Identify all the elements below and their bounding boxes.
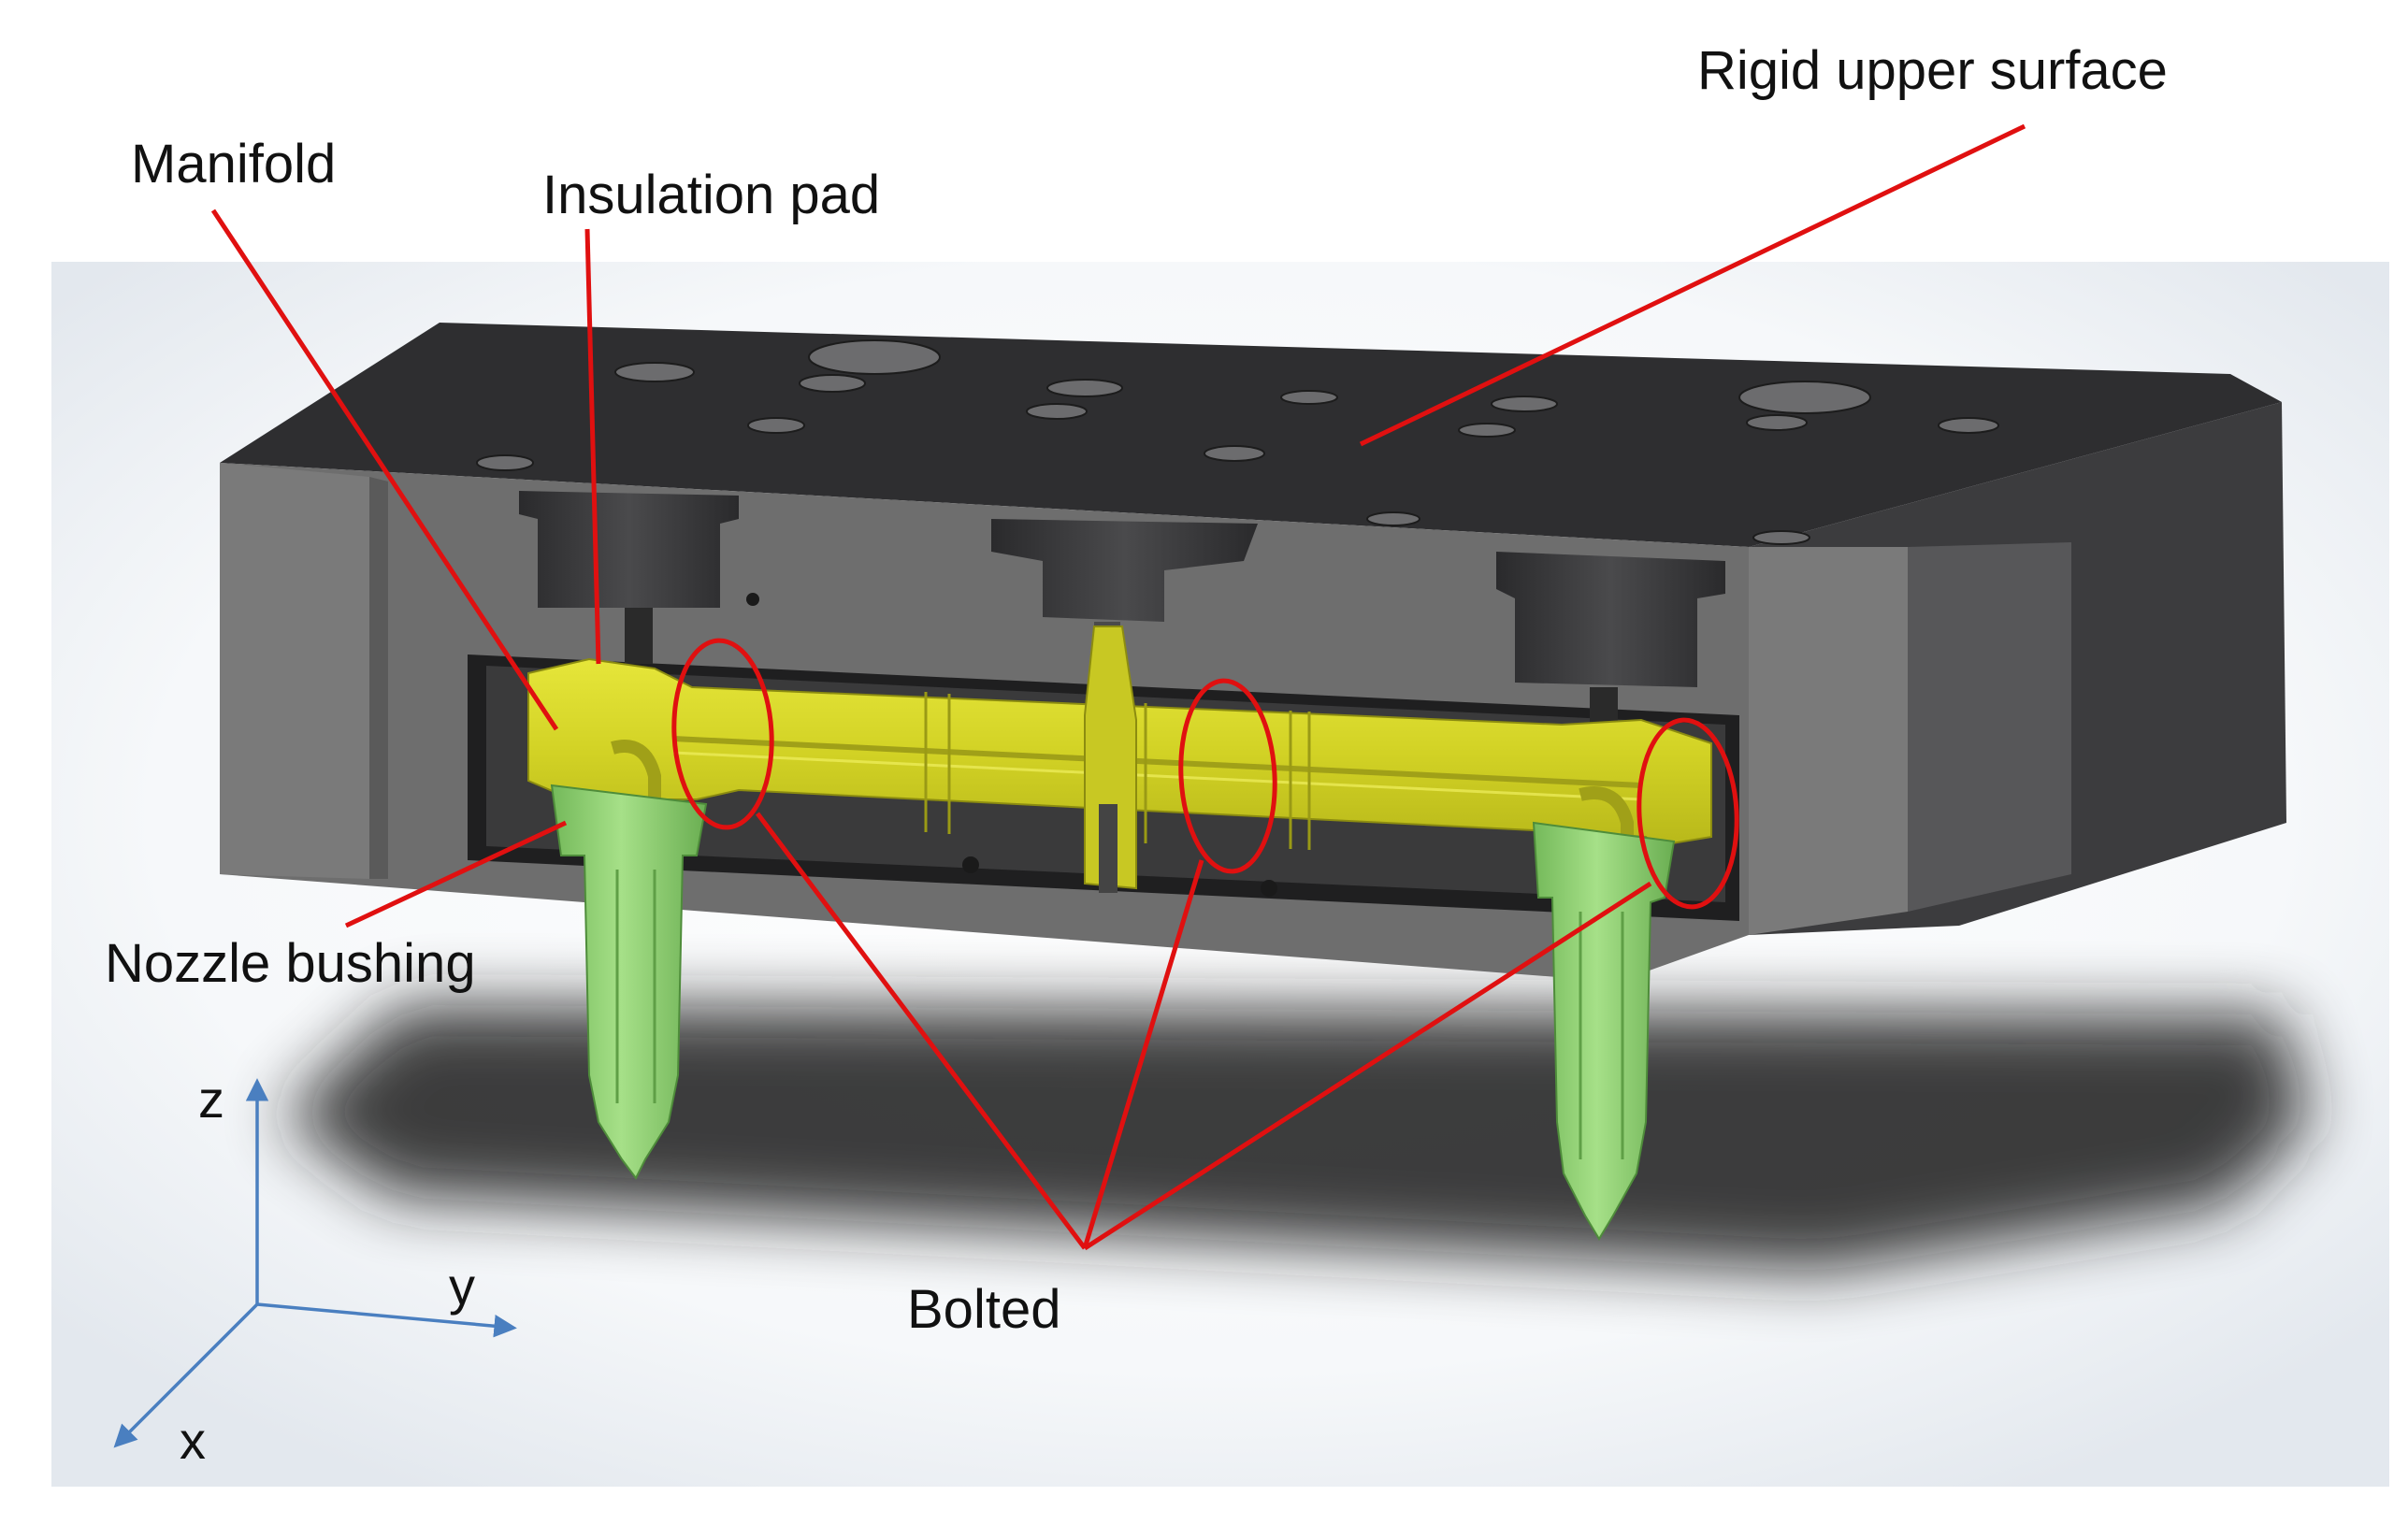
bolted-circles bbox=[671, 638, 1739, 910]
y-axis-label: y bbox=[449, 1257, 475, 1316]
x-axis-arrow bbox=[113, 1302, 259, 1448]
leader-manifold bbox=[210, 209, 559, 731]
label-manifold: Manifold bbox=[131, 134, 336, 194]
plate-left-front bbox=[220, 463, 369, 879]
bolted-circle-left bbox=[671, 638, 774, 830]
plate-right-step bbox=[1908, 542, 2071, 912]
label-bolted: Bolted bbox=[907, 1279, 1060, 1340]
leader-bolted-right bbox=[1083, 881, 1652, 1251]
leader-insulation-pad bbox=[584, 228, 601, 665]
plate-top-surface bbox=[220, 323, 2282, 547]
z-axis-label: z bbox=[198, 1070, 224, 1129]
nozzle-left bbox=[550, 784, 708, 1180]
label-nozzle-bushing: Nozzle bushing bbox=[105, 933, 476, 994]
leader-lines bbox=[210, 123, 2026, 1251]
plate-right-front bbox=[1749, 547, 1908, 935]
ground-shadow bbox=[281, 1005, 2310, 1272]
coordinate-axes bbox=[113, 1078, 517, 1448]
x-axis-label: x bbox=[180, 1411, 206, 1470]
leader-bolted-center bbox=[1082, 859, 1204, 1249]
bolted-circle-center bbox=[1178, 678, 1277, 874]
label-rigid-upper-surface: Rigid upper surface bbox=[1697, 40, 2168, 101]
y-axis-arrow bbox=[256, 1302, 517, 1338]
bolted-circle-right bbox=[1637, 717, 1739, 910]
leader-nozzle-bushing bbox=[344, 820, 568, 928]
nozzle-right bbox=[1532, 821, 1676, 1241]
mold-plate bbox=[220, 323, 2286, 982]
top-surface-holes bbox=[476, 339, 1999, 545]
leader-bolted-left bbox=[756, 812, 1087, 1250]
leader-rigid-upper-surface bbox=[1359, 123, 2026, 447]
label-insulation-pad: Insulation pad bbox=[542, 165, 880, 225]
